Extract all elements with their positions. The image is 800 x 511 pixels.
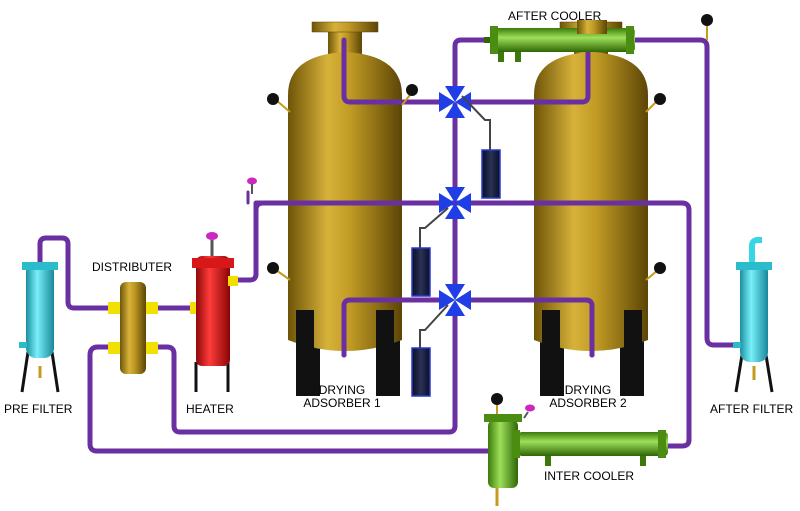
- label-after-filter: AFTER FILTER: [710, 402, 794, 416]
- gauge-icon: [491, 393, 503, 414]
- gauge-icon: [645, 93, 666, 113]
- pipe-valve-to-aftercooler: [452, 37, 493, 88]
- label-drying-adsorber-1-line2: ADSORBER 1: [303, 396, 381, 410]
- pipe-prefilter-to-distributer: [37, 235, 121, 311]
- adsorber1-flange: [311, 21, 379, 33]
- label-inter-cooler: INTER COOLER: [544, 469, 635, 483]
- label-drying-adsorber-2: DRYING ADSORBER 2: [546, 384, 630, 410]
- front-pipes: [253, 37, 685, 358]
- heater: [190, 177, 257, 392]
- gauge-icon: [267, 262, 291, 281]
- actuator-cylinder-2: [411, 247, 431, 297]
- label-drying-adsorber-1-line1: DRYING: [318, 383, 366, 397]
- label-distributer: DISTRIBUTER: [92, 260, 173, 274]
- label-drying-adsorber-1: DRYING ADSORBER 1: [300, 384, 384, 410]
- gauge-icon: [401, 84, 418, 106]
- heater-thermometer-icon: [206, 232, 218, 240]
- switching-valves: [439, 86, 471, 316]
- inter-cooler: [484, 404, 668, 506]
- gauge-icon: [645, 262, 666, 281]
- valve-actuators: [411, 95, 501, 397]
- actuator-cylinder-1: [481, 149, 501, 199]
- pressure-gauges: [267, 14, 713, 414]
- pre-filter: [19, 262, 60, 393]
- intercooler-thermometer-icon: [525, 404, 535, 412]
- label-heater: HEATER: [186, 402, 234, 416]
- label-drying-adsorber-2-line2: ADSORBER 2: [549, 396, 627, 410]
- valve-icon: [439, 187, 471, 219]
- pipe-distributer-to-intercooler: [87, 344, 491, 454]
- gauge-icon: [267, 93, 291, 113]
- label-after-cooler: AFTER COOLER: [508, 9, 602, 23]
- distributer: [108, 282, 158, 374]
- valve-icon: [439, 86, 471, 118]
- valve-icon: [439, 284, 471, 316]
- after-filter: [733, 237, 774, 393]
- pipe-valve-header-bottom: [143, 307, 458, 435]
- after-cooler: [484, 20, 635, 62]
- label-drying-adsorber-2-line1: DRYING: [564, 383, 612, 397]
- actuator-cylinder-3: [411, 347, 431, 397]
- pipe-aftercooler-to-afterfilter: [632, 37, 738, 348]
- gauge-icon: [701, 14, 713, 40]
- label-pre-filter: PRE FILTER: [4, 402, 73, 416]
